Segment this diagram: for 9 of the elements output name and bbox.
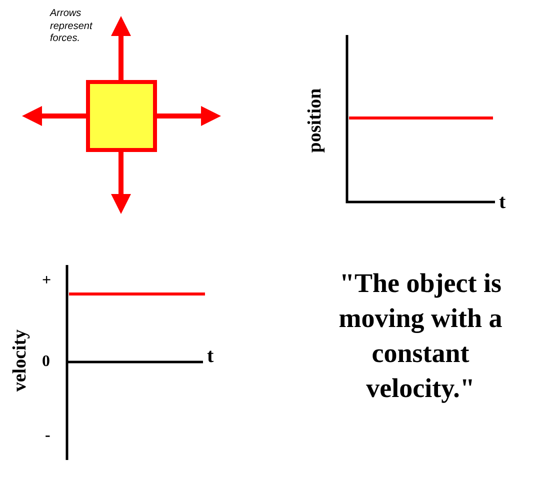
axis-title: velocity [10, 328, 30, 392]
axis-label: t [207, 346, 214, 366]
tick-label: 0 [42, 354, 50, 370]
axis-label: t [499, 192, 506, 212]
axis-title: position [305, 88, 324, 152]
note-text: Arrows represent forces. [50, 8, 94, 46]
tick-label: + [42, 273, 52, 289]
statement-text: "The object is moving with a constant velocity." [338, 267, 504, 406]
tick-label: - [45, 428, 50, 444]
